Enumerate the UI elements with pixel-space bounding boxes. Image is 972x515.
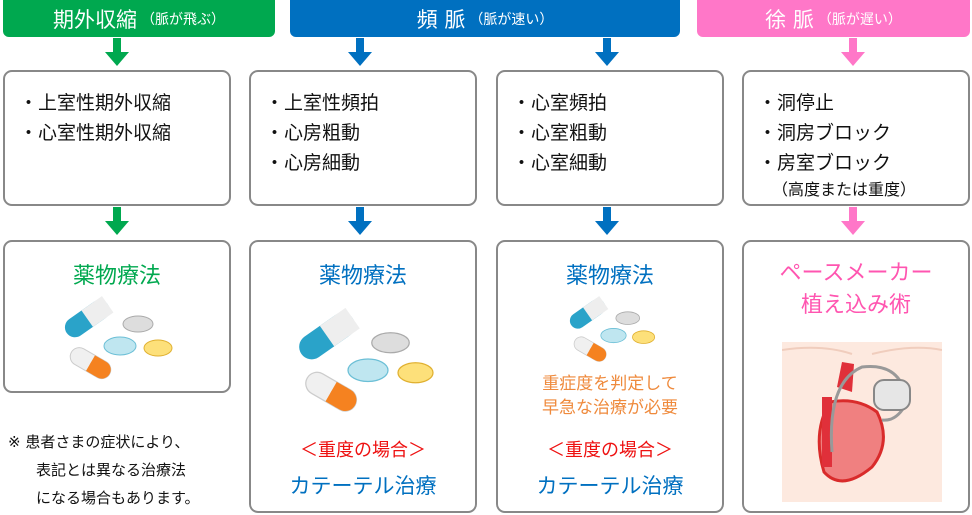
treatment-box-ventricular: 薬物療法 重症度を判定して早急な治療が必要 ＜重度の場合＞ カテーテル治療: [496, 240, 724, 513]
condition-item: ・洞房ブロック: [758, 122, 892, 144]
footnote-line: ※ 患者さまの症状により、: [8, 433, 190, 451]
treatment-title: 薬物療法: [565, 264, 654, 289]
condition-item: ・洞停止: [758, 92, 835, 114]
treatment-box-supraventricular: 薬物療法 ＜重度の場合＞ カテーテル治療: [249, 240, 477, 513]
header-sub: （脈が速い）: [469, 11, 554, 28]
conditions-box-bradycardia: ・洞停止・洞房ブロック・房室ブロック （高度または重度）: [742, 70, 970, 206]
pacemaker-title: ペースメーカー植え込み術: [744, 258, 968, 322]
conditions-box-ventricular: ・心室頻拍・心室粗動・心室細動: [496, 70, 724, 206]
condition-item: ・心室粗動: [512, 122, 608, 144]
condition-item: ・心室頻拍: [512, 92, 608, 114]
header-tachycardia: 頻 脈（脈が速い）: [290, 0, 680, 37]
condition-item: ・上室性期外収縮: [19, 92, 172, 114]
pills-illustration: [569, 296, 656, 362]
header-sub: （脈が遅い）: [817, 11, 902, 28]
urgent-warning: 重症度を判定して早急な治療が必要: [498, 372, 722, 420]
treatment-title: 薬物療法: [318, 264, 407, 289]
condition-item: ・上室性頻拍: [265, 92, 380, 114]
footnote: ※ 患者さまの症状により、 表記とは異なる治療法 になる場合もあります。: [8, 428, 200, 512]
warning-line: 重症度を判定して: [542, 374, 678, 394]
severe-case-label: ＜重度の場合＞: [547, 440, 673, 461]
warning-line: 早急な治療が必要: [542, 398, 678, 418]
footnote-line: になる場合もあります。: [36, 489, 200, 507]
condition-item: ・心室性期外収縮: [19, 122, 172, 144]
header-title: 期外収縮: [53, 7, 137, 32]
pacemaker-heart-illustration: [782, 342, 942, 502]
title-line: 植え込み術: [800, 293, 911, 318]
treatment-box-pacemaker: ペースメーカー植え込み術: [742, 240, 970, 513]
conditions-box-supraventricular: ・上室性頻拍・心房粗動・心房細動: [249, 70, 477, 206]
condition-item: ・心房細動: [265, 152, 361, 174]
condition-item: ・心房粗動: [265, 122, 361, 144]
condition-item: ・房室ブロック: [758, 152, 892, 174]
header-title: 徐 脈: [765, 7, 814, 32]
conditions-box-extrasystole: ・上室性期外収縮・心室性期外収縮: [3, 70, 231, 206]
title-line: ペースメーカー: [779, 261, 933, 286]
condition-note: （高度または重度）: [772, 180, 917, 199]
pills-illustration: [299, 307, 434, 412]
treatment-box-extrasystole: 薬物療法: [3, 240, 231, 393]
catheter-treatment: カテーテル治療: [289, 474, 437, 498]
treatment-title: 薬物療法: [72, 264, 161, 289]
header-title: 頻 脈: [416, 7, 466, 32]
header-extrasystole: 期外収縮（脈が飛ぶ）: [3, 0, 275, 37]
catheter-treatment: カテーテル治療: [536, 474, 684, 498]
header-sub: （脈が飛ぶ）: [141, 11, 225, 28]
condition-item: ・心室細動: [512, 152, 608, 174]
header-bradycardia: 徐 脈（脈が遅い）: [697, 0, 970, 37]
pills-illustration: [64, 296, 173, 380]
severe-case-label: ＜重度の場合＞: [300, 440, 426, 461]
footnote-line: 表記とは異なる治療法: [36, 461, 187, 479]
